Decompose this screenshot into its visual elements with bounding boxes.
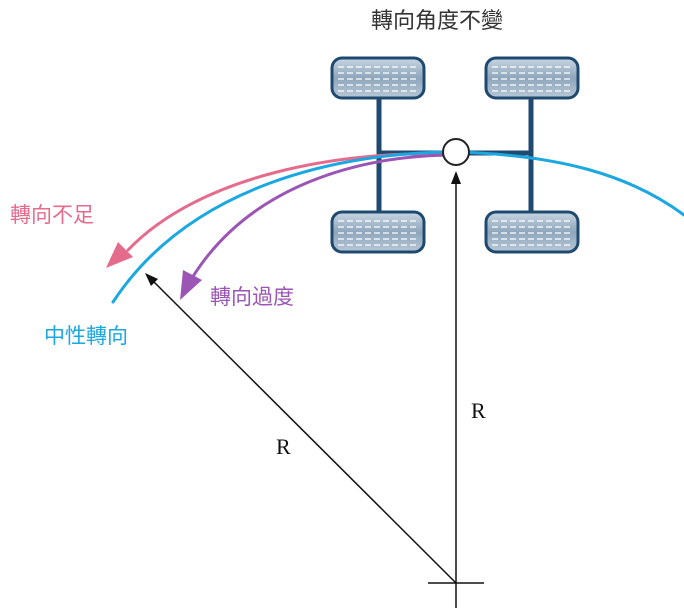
- vehicle-reference-point: [442, 138, 470, 166]
- diagram-title: 轉向角度不變: [371, 9, 504, 34]
- radius-diagonal-arrowhead: [145, 273, 158, 286]
- understeer-label: 轉向不足: [10, 203, 94, 227]
- tire-rear-left: [330, 210, 426, 254]
- radius-label-diagonal: R: [276, 434, 291, 459]
- radius-vertical-arrowhead: [451, 171, 461, 184]
- trajectories: [106, 150, 684, 304]
- tire-front-right: [484, 56, 580, 100]
- radius-label-vertical: R: [471, 398, 486, 423]
- radius-diagonal-line: [151, 279, 457, 584]
- neutral-steer-label: 中性轉向: [44, 324, 128, 348]
- oversteer-path: [190, 153, 458, 280]
- oversteer-arrowhead: [180, 270, 202, 300]
- tire-rear-right: [484, 210, 580, 254]
- tires: [330, 56, 580, 254]
- radius-lines: [145, 171, 484, 608]
- understeer-arrowhead: [106, 242, 133, 268]
- neutral-steer-path: [111, 150, 684, 304]
- oversteer-label: 轉向過度: [210, 285, 294, 309]
- tire-front-left: [330, 56, 426, 100]
